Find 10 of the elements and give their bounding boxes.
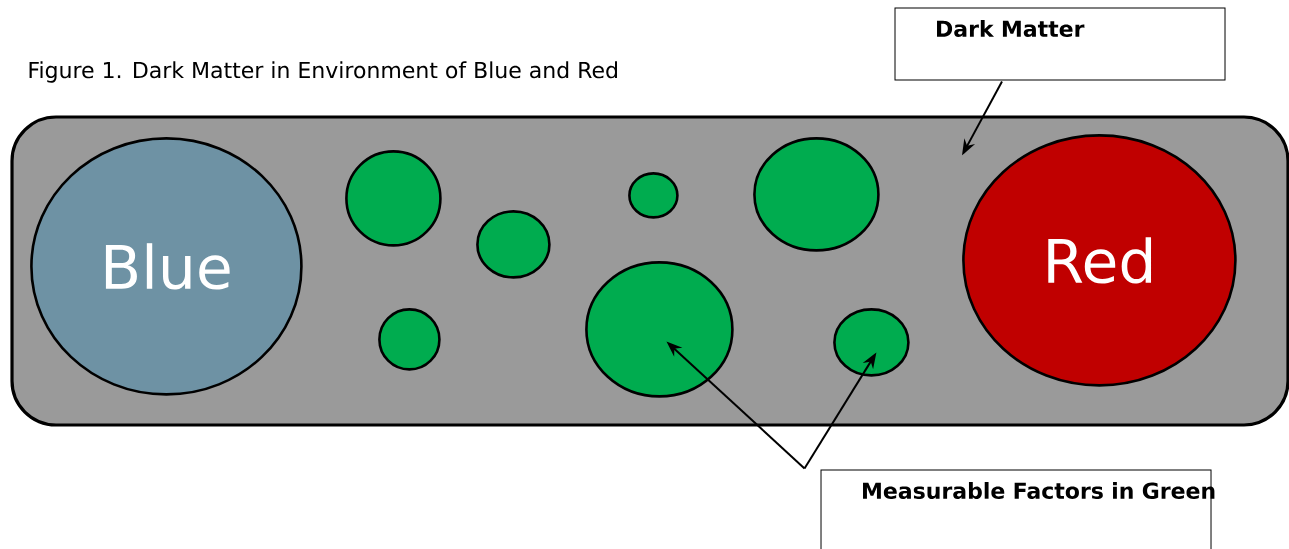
circle bbox=[378, 308, 441, 371]
circle bbox=[833, 308, 910, 377]
circle bbox=[628, 172, 679, 219]
circle bbox=[345, 150, 442, 247]
circle bbox=[753, 137, 880, 252]
figure-title: Figure 1. Dark Matter in Environment of Blue and Red bbox=[29, 61, 617, 83]
label-box: Measurable Factors in Green bbox=[820, 469, 1215, 549]
circle bbox=[585, 261, 734, 398]
circle bbox=[476, 210, 551, 279]
label-box: Dark Matter bbox=[894, 7, 1226, 81]
